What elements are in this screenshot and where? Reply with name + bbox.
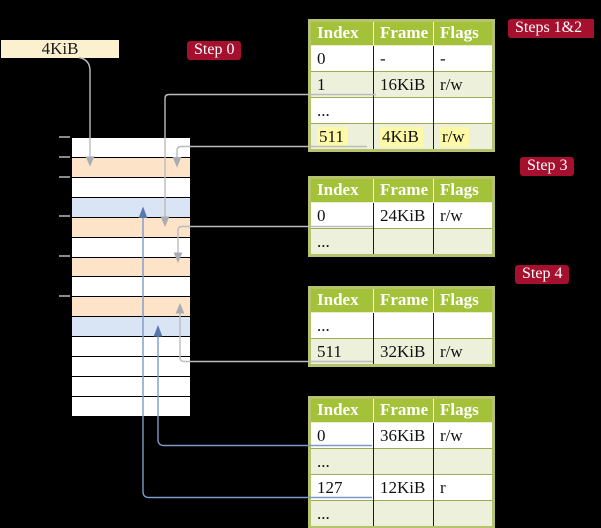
page-size-box: 4KiB [1, 39, 119, 58]
table-row: 0 36KiB r/w [309, 422, 494, 449]
cell-flags: r/w [440, 341, 463, 361]
cell-frame: - [380, 48, 386, 68]
badge-step-0: Step 0 [187, 41, 242, 60]
memory-tick [59, 156, 70, 158]
memory-row [72, 237, 190, 258]
column-header-frame: Frame [373, 287, 434, 313]
cell-frame: 4KiB [380, 126, 423, 147]
page-table-step-4: Index Frame Flags ... 511 32KiB r/w [308, 286, 495, 367]
table-row: 0 24KiB r/w [309, 202, 494, 229]
memory-row [72, 157, 190, 178]
badge-steps-1-2-label: Steps 1&2 [515, 19, 583, 36]
column-header-index: Index [309, 177, 374, 203]
table-row: 1 16KiB r/w [309, 71, 494, 98]
cell-flags: - [440, 48, 446, 68]
column-header-frame: Frame [373, 397, 434, 423]
cell-flags: r/w [440, 425, 463, 445]
table-row: 0 - - [309, 45, 494, 72]
column-header-flags: Flags [433, 397, 494, 423]
page-table-steps-1-2: Index Frame Flags 0 - - 1 16KiB r/w ... … [308, 19, 495, 152]
cell-frame: 24KiB [380, 205, 426, 225]
cell-frame: 32KiB [380, 341, 426, 361]
table-row: 511 32KiB r/w [309, 338, 494, 366]
cell-index: 0 [317, 48, 326, 68]
table-row: 127 12KiB r [309, 474, 494, 501]
cell-flags: r [440, 477, 446, 497]
table-row: ... [309, 97, 494, 124]
column-header-flags: Flags [433, 177, 494, 203]
cell-index: ... [317, 503, 330, 523]
memory-row [72, 377, 190, 397]
memory-row [72, 337, 190, 358]
memory-row [72, 277, 190, 298]
cell-index: 127 [317, 477, 343, 497]
table-header-row: Index Frame Flags [309, 20, 494, 46]
cell-index: ... [317, 451, 330, 471]
badge-steps-1-2: Steps 1&2 [508, 19, 595, 38]
cell-index: 511 [317, 126, 348, 147]
table-row: ... [309, 448, 494, 475]
column-header-frame: Frame [373, 20, 434, 46]
cell-flags: r/w [440, 126, 469, 147]
table-row-highlighted: 511 4KiB r/w [309, 123, 494, 151]
memory-row [72, 257, 190, 278]
cell-frame: 16KiB [380, 74, 426, 94]
column-header-index: Index [309, 397, 374, 423]
memory-row [72, 197, 190, 218]
column-header-frame: Frame [373, 177, 434, 203]
table-header-row: Index Frame Flags [309, 287, 494, 313]
memory-tick [59, 295, 70, 297]
memory-tick [59, 136, 70, 138]
table-row: ... [309, 312, 494, 339]
cell-frame: 36KiB [380, 425, 426, 445]
cell-flags: r/w [440, 205, 463, 225]
table-row: ... [309, 228, 494, 256]
table-header-row: Index Frame Flags [309, 397, 494, 423]
memory-row [72, 396, 190, 416]
page-table-final-level: Index Frame Flags 0 36KiB r/w ... 127 12… [308, 396, 495, 528]
cell-index: 511 [317, 341, 342, 361]
cell-index: ... [317, 100, 330, 120]
memory-row [72, 297, 190, 318]
memory-row [72, 217, 190, 238]
memory-row [72, 138, 190, 158]
badge-step-3: Step 3 [520, 157, 575, 176]
column-header-index: Index [309, 20, 374, 46]
table-row: ... [309, 500, 494, 528]
physical-memory-column [71, 137, 191, 417]
cell-index: 1 [317, 74, 326, 94]
cell-index: 0 [317, 205, 326, 225]
table-header-row: Index Frame Flags [309, 177, 494, 203]
column-header-flags: Flags [433, 20, 494, 46]
column-header-flags: Flags [433, 287, 494, 313]
memory-row [72, 317, 190, 338]
cell-frame: 12KiB [380, 477, 426, 497]
column-header-index: Index [309, 287, 374, 313]
cell-index: ... [317, 315, 330, 335]
cell-index: 0 [317, 425, 326, 445]
badge-step-4-label: Step 4 [522, 265, 563, 282]
memory-row [72, 357, 190, 378]
memory-tick [59, 255, 70, 257]
badge-step-3-label: Step 3 [527, 157, 568, 174]
cell-index: ... [317, 231, 330, 251]
memory-tick [59, 176, 70, 178]
page-size-label: 4KiB [41, 39, 79, 58]
badge-step-0-label: Step 0 [194, 41, 235, 58]
badge-step-4: Step 4 [515, 265, 570, 284]
page-table-step-3: Index Frame Flags 0 24KiB r/w ... [308, 176, 495, 257]
cell-flags: r/w [440, 74, 463, 94]
memory-row [72, 177, 190, 198]
memory-tick [59, 215, 70, 217]
